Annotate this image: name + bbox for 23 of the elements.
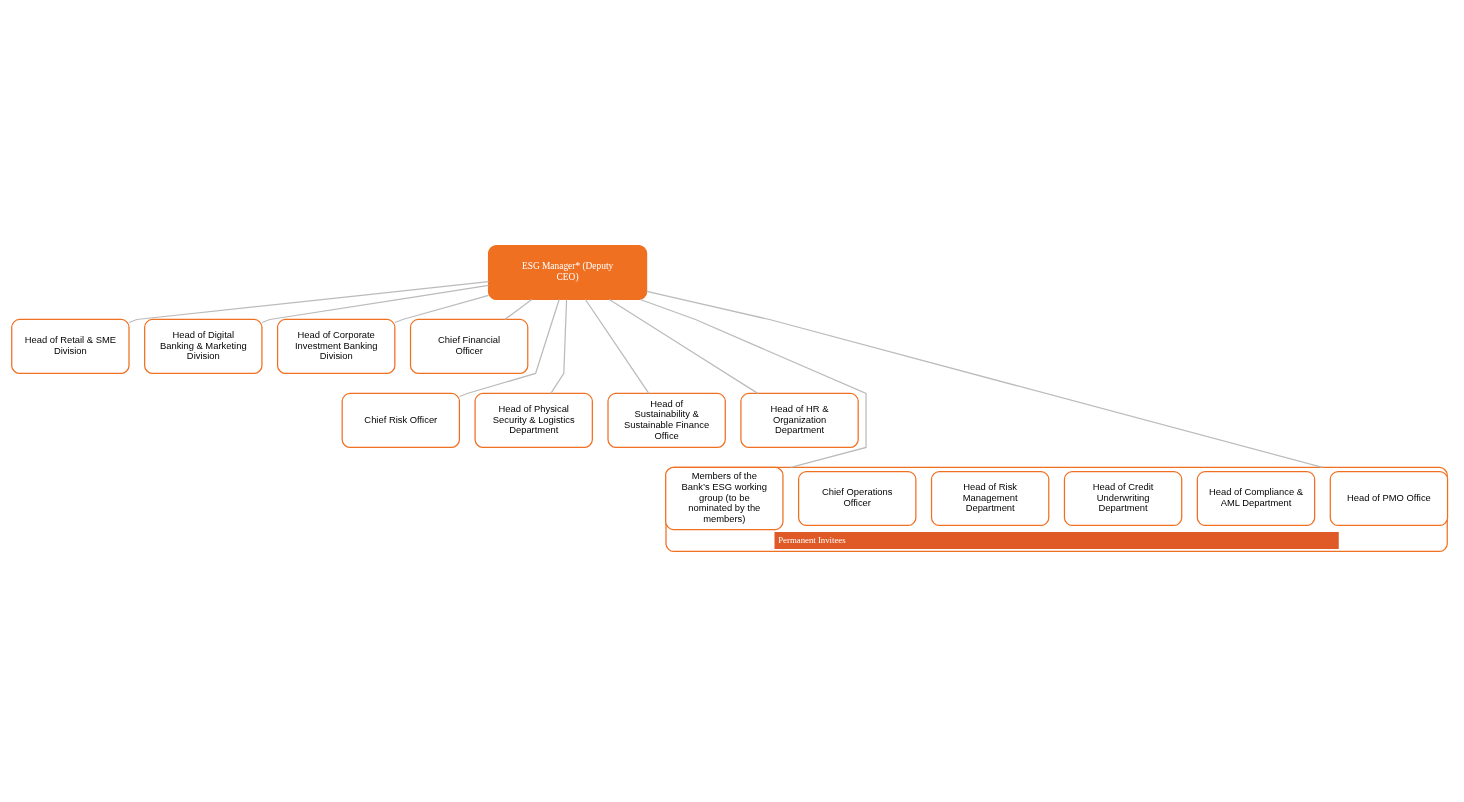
- node-box: Head of Credit Underwriting Department: [1063, 470, 1183, 527]
- node-box: Members of the Bank’s ESG working group (to be nominated by the members): [665, 466, 784, 531]
- node-box: ESG Manager* (Deputy CEO): [487, 244, 648, 301]
- node-box: Head of HR & Organization Department: [740, 392, 859, 449]
- node-box: Chief Risk Officer: [341, 392, 461, 449]
- connector: [394, 294, 490, 324]
- connector: [504, 298, 533, 320]
- connector: [128, 280, 490, 324]
- node-box: Head of Physical Security & Logistics Department: [474, 392, 593, 449]
- node-box: Head of Sustainability & Sustainable Finance Office: [607, 392, 726, 449]
- node-box: Head of Retail & SME Division: [11, 318, 130, 375]
- connector: [550, 298, 568, 394]
- node-box: Head of Compliance & AML Department: [1196, 470, 1316, 527]
- connector: [261, 284, 490, 324]
- node-box: Head of Corporate Investment Banking Division: [276, 318, 396, 375]
- node-box: Chief Financial Officer: [409, 318, 529, 375]
- node-box: Head of PMO Office: [1329, 470, 1449, 527]
- node-box: Chief Operations Officer: [798, 470, 917, 527]
- connector: [646, 290, 1324, 469]
- node-box: Head of Risk Management Department: [930, 470, 1050, 527]
- connector: [584, 298, 650, 394]
- node-box: Head of Digital Banking & Marketing Division: [144, 318, 263, 375]
- connector: [608, 298, 759, 394]
